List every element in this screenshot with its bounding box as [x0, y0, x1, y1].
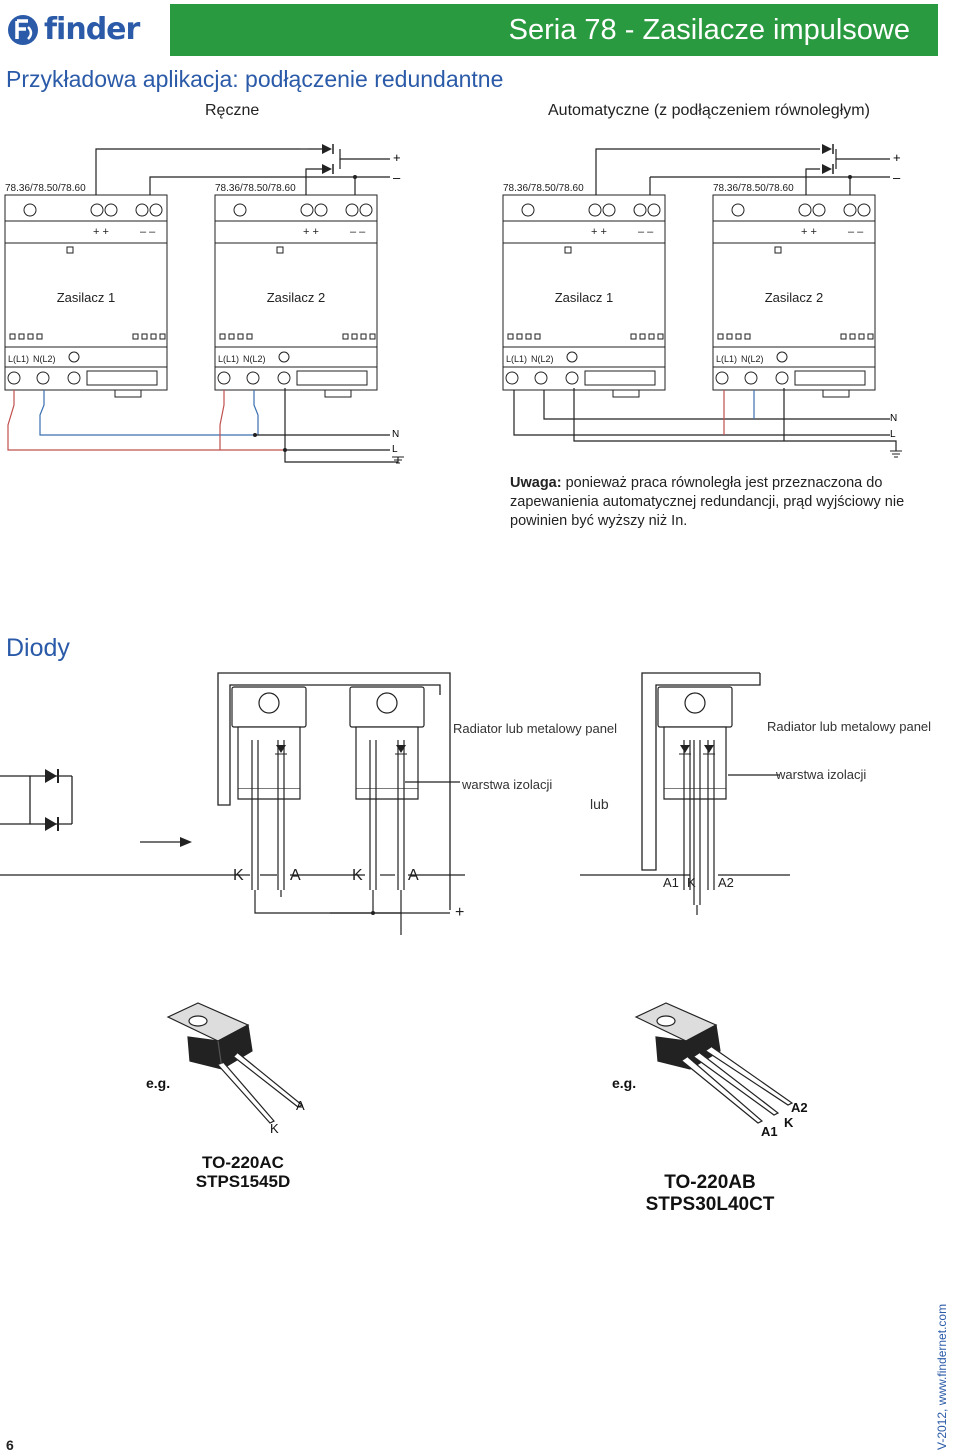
series-header: Seria 78 - Zasilacze impulsowe	[170, 4, 938, 56]
terminal-plus: + +	[303, 226, 319, 238]
pkg2-caption: TO-220AB STPS30L40CT	[630, 1172, 790, 1216]
terminal-l: L(L1)	[506, 354, 527, 364]
rail-l-right: L	[890, 429, 896, 440]
note-bold: Uwaga:	[510, 475, 562, 491]
insulation-label-left: warstwa izolacji	[461, 777, 552, 792]
pkg1-pin-a: A	[296, 1098, 305, 1113]
module-name: Zasilacz 2	[765, 290, 824, 305]
terminal-n: N(L2)	[33, 354, 56, 364]
module-model: 78.36/78.50/78.60	[503, 183, 584, 194]
insulation-label-right: warstwa izolacji	[775, 767, 866, 782]
radiator-label-right: Radiator lub metalowy panel	[767, 719, 931, 734]
rail-minus-left: –	[393, 170, 401, 185]
pkg2-type: TO-220AB	[664, 1172, 756, 1193]
note-text: ponieważ praca równoległa jest przeznacz…	[510, 475, 905, 529]
rail-plus-left: +	[393, 150, 401, 165]
pin-a2: A	[408, 867, 419, 884]
pkg2-part: STPS30L40CT	[645, 1194, 775, 1215]
or-label: lub	[590, 796, 609, 812]
module-model: 78.36/78.50/78.60	[5, 183, 86, 194]
pin-a2-right: A2	[718, 875, 734, 890]
module-name: Zasilacz 1	[555, 290, 614, 305]
terminal-n: N(L2)	[531, 354, 554, 364]
eg-label-1: e.g.	[146, 1075, 170, 1091]
terminal-plus: + +	[93, 226, 109, 238]
terminal-minus: – –	[350, 226, 366, 238]
series-title: Seria 78 - Zasilacze impulsowe	[508, 13, 910, 46]
rail-plus-right: +	[893, 150, 901, 165]
pin-k-right: K	[687, 875, 696, 890]
rail-l-left: L	[392, 444, 398, 455]
ground-icon	[776, 351, 788, 363]
pkg2-pin-a2: A2	[791, 1100, 808, 1115]
terminal-l: L(L1)	[218, 354, 239, 364]
pkg1-caption: TO-220AC STPS1545D	[178, 1153, 308, 1191]
module-name: Zasilacz 2	[267, 290, 326, 305]
pkg2-pin-a1: A1	[761, 1124, 778, 1139]
rail-n-right: N	[890, 413, 897, 424]
rail-minus-right: –	[893, 170, 901, 185]
to220ab-illustration: e.g. A2 K A1	[612, 1002, 808, 1139]
terminal-n: N(L2)	[243, 354, 266, 364]
terminal-plus: + +	[801, 226, 817, 238]
module-model: 78.36/78.50/78.60	[215, 183, 296, 194]
terminal-plus: + +	[591, 226, 607, 238]
to220ac-illustration: e.g. A K	[146, 1002, 305, 1136]
pkg1-part: STPS1545D	[195, 1172, 291, 1191]
note-paragraph: Uwaga: ponieważ praca równoległa jest pr…	[510, 474, 910, 531]
ground-icon	[278, 351, 290, 363]
terminal-minus: – –	[848, 226, 864, 238]
pkg1-pin-k: K	[270, 1121, 279, 1136]
pin-a1: A	[290, 867, 301, 884]
brand-name: finder	[44, 12, 140, 47]
terminal-n: N(L2)	[741, 354, 764, 364]
automatic-label: Automatyczne (z podłączeniem równoległym…	[548, 102, 870, 119]
pin-a1-right: A1	[663, 875, 679, 890]
module-name: Zasilacz 1	[57, 290, 116, 305]
ground-icon	[68, 351, 80, 363]
ground-icon	[566, 351, 578, 363]
terminal-minus: – –	[140, 226, 156, 238]
pkg2-pin-k: K	[784, 1115, 794, 1130]
footer-version: V-2012, www.findernet.com	[935, 1303, 949, 1450]
terminal-l: L(L1)	[8, 354, 29, 364]
eg-label-2: e.g.	[612, 1075, 636, 1091]
terminal-l: L(L1)	[716, 354, 737, 364]
terminal-minus: – –	[638, 226, 654, 238]
finder-logo-icon	[8, 14, 38, 45]
plus-label: +	[455, 904, 464, 921]
pkg1-type: TO-220AC	[202, 1153, 284, 1172]
pin-k1: K	[233, 867, 244, 884]
finder-logo: finder	[6, 12, 140, 47]
manual-label: Ręczne	[205, 102, 260, 119]
radiator-label-left: Radiator lub metalowy panel	[453, 721, 617, 736]
diode-mounting-diagram: Radiator lub metalowy panel Radiator lub…	[0, 672, 931, 935]
diody-title: Diody	[6, 634, 70, 662]
section-title: Przykładowa aplikacja: podłączenie redun…	[6, 66, 504, 92]
module-model: 78.36/78.50/78.60	[713, 183, 794, 194]
pin-k2: K	[352, 867, 363, 884]
page-number: 6	[6, 1437, 14, 1453]
rail-n-left: N	[392, 429, 399, 440]
